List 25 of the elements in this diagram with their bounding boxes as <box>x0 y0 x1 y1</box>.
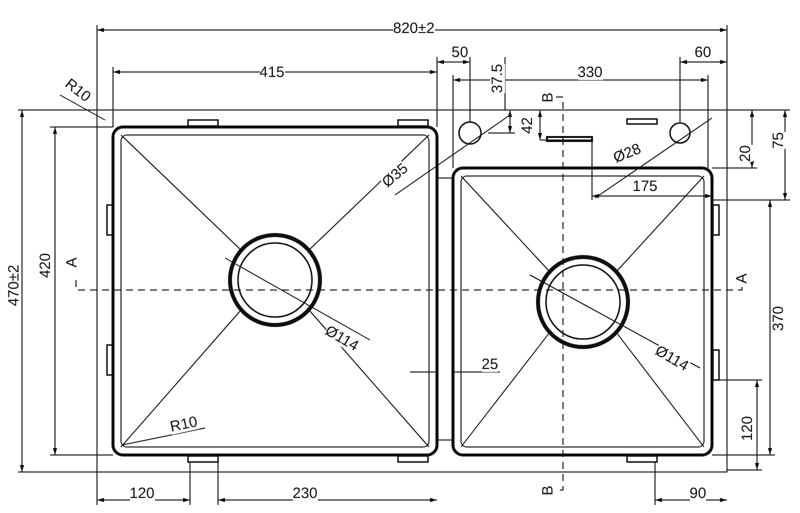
dimension-label: Ø28 <box>611 140 644 166</box>
dimension-label: R10 <box>168 414 199 434</box>
dimension-label: A <box>734 273 750 283</box>
dimension-label: B <box>540 485 556 495</box>
dimension-label: 175 <box>632 178 658 194</box>
dimension-label: 120 <box>740 415 755 441</box>
dimension-label: A <box>64 257 80 267</box>
dimension-label: 330 <box>578 64 603 80</box>
dimension-label: 60 <box>694 44 712 60</box>
dimension-label: 75 <box>770 132 786 148</box>
dimension-label: B <box>540 92 556 102</box>
dimension-label: 42 <box>519 116 534 134</box>
dimension-label: 25 <box>482 356 498 372</box>
dimension-label: 420 <box>38 252 53 278</box>
dimension-label: 470±2 <box>6 264 22 306</box>
dimension-label: 20 <box>737 144 752 162</box>
dimension-label: 50 <box>452 44 468 60</box>
dimension-label: 37.5 <box>490 63 505 93</box>
dimension-label: 230 <box>292 486 318 500</box>
dimension-label: 415 <box>260 64 285 80</box>
dimension-label: 120 <box>130 486 155 500</box>
dimension-label: 820±2 <box>393 20 435 36</box>
dimension-label: 370 <box>770 305 786 331</box>
dimension-label: 90 <box>690 486 706 500</box>
dimension-label: Ø114 <box>652 342 691 374</box>
